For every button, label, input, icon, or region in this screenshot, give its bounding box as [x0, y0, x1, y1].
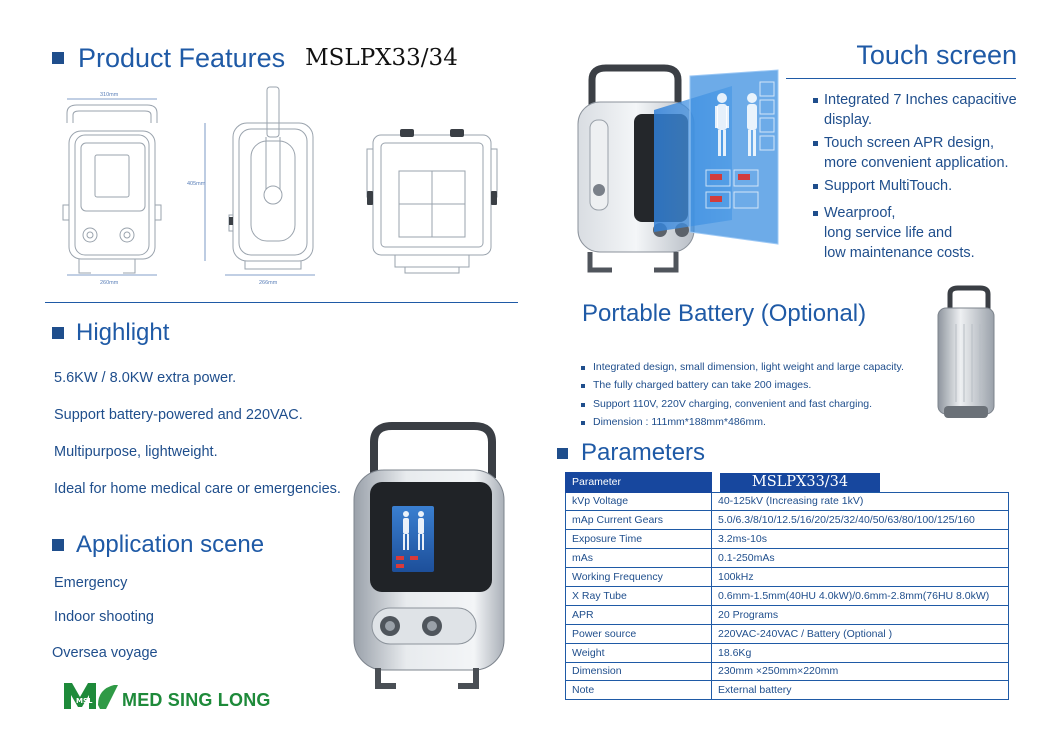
param-name-cell: Weight	[565, 642, 712, 663]
param-name-cell: Working Frequency	[565, 567, 712, 587]
header-model-cell: MSLPX33/34	[712, 472, 1009, 493]
param-value-cell: 40-125kV (Increasing rate 1kV)	[711, 491, 1009, 512]
bullet-square-icon	[581, 384, 585, 388]
features-model: MSLPX33/34	[305, 45, 458, 71]
param-name-cell: mAs	[565, 548, 712, 569]
brand-name: MED SING LONG	[122, 690, 271, 710]
med-sing-long-logo-icon: MSL	[64, 683, 118, 709]
param-name-cell: X Ray Tube	[565, 585, 712, 606]
param-value-cell: 20 Programs	[711, 604, 1009, 625]
highlight-item-4: Ideal for home medical care or emergenci…	[54, 481, 341, 497]
param-name-cell: Power source	[565, 623, 712, 644]
touch-item-4: Wearproof, long service life and low mai…	[813, 203, 975, 263]
param-value-cell: 220VAC-240VAC / Battery (Optional )	[711, 623, 1009, 644]
param-value-cell: 5.0/6.3/8/10/12.5/16/20/25/32/40/50/63/8…	[711, 510, 1009, 531]
bullet-square-icon	[581, 403, 585, 407]
application-header: Application scene	[52, 530, 264, 560]
battery-item-4: Dimension : 111mm*188mm*486mm.	[581, 416, 766, 428]
param-value-cell: External battery	[711, 680, 1009, 701]
battery-item-2: The fully charged battery can take 200 i…	[581, 379, 811, 391]
bullet-square-icon	[581, 366, 585, 370]
bullet-square-icon	[581, 421, 585, 425]
touch-divider	[786, 78, 1016, 79]
param-name-cell: Exposure Time	[565, 529, 712, 550]
application-item-2: Indoor shooting	[54, 609, 154, 625]
touch-item-3: Support MultiTouch.	[813, 176, 952, 196]
param-name-cell: mAp Current Gears	[565, 510, 712, 531]
logo-mark: MSL	[76, 697, 93, 705]
param-name-cell: Note	[565, 680, 712, 701]
battery-item-3: Support 110V, 220V charging, convenient …	[581, 398, 872, 410]
bullet-square-icon	[52, 52, 64, 64]
header-key-cell: Parameter	[565, 472, 712, 493]
battery-heading: Portable Battery (Optional)	[582, 300, 867, 327]
main-device-illustration	[353, 422, 505, 689]
bullet-square-icon	[52, 539, 64, 551]
param-name-cell: kVp Voltage	[565, 491, 712, 512]
bullet-square-icon	[813, 184, 818, 189]
param-name-cell: APR	[565, 604, 712, 625]
application-heading: Application scene	[76, 531, 265, 558]
param-value-cell: 0.1-250mAs	[711, 548, 1009, 569]
highlight-item-2: Support battery-powered and 220VAC.	[54, 407, 303, 423]
touch-heading: Touch screen	[856, 40, 1017, 70]
parameters-header: Parameters	[557, 438, 705, 468]
bullet-square-icon	[813, 211, 818, 216]
param-value-cell: 3.2ms-10s	[711, 529, 1009, 550]
battery-item-1: Integrated design, small dimension, ligh…	[581, 361, 904, 373]
application-item-1: Emergency	[54, 575, 128, 591]
param-value-cell: 0.6mm-1.5mm(40HU 4.0kW)/0.6mm-2.8mm(76HU…	[711, 585, 1009, 606]
dim-width-top: 310mm	[100, 92, 119, 98]
bullet-square-icon	[557, 447, 568, 459]
technical-drawings	[62, 86, 498, 276]
parameters-table-header: Parameter MSLPX33/34	[565, 472, 1009, 493]
application-item-3: Oversea voyage	[52, 645, 158, 661]
touch-item-2: Touch screen APR design, more convenient…	[813, 133, 1009, 173]
features-heading: Product Features	[78, 42, 286, 73]
param-value-cell: 18.6Kg	[711, 642, 1009, 663]
parameters-heading: Parameters	[581, 439, 706, 466]
highlight-header: Highlight	[52, 318, 169, 348]
bullet-square-icon	[813, 141, 818, 146]
touch-device-illustration	[577, 64, 779, 273]
bullet-square-icon	[52, 327, 64, 339]
highlight-item-1: 5.6KW / 8.0KW extra power.	[54, 370, 237, 386]
highlight-item-3: Multipurpose, lightweight.	[54, 444, 218, 460]
features-divider	[45, 302, 518, 303]
param-name-cell: Dimension	[565, 661, 712, 682]
bullet-square-icon	[813, 98, 818, 103]
battery-illustration	[937, 285, 995, 418]
dim-width-side: 266mm	[259, 280, 278, 286]
param-value-cell: 230mm ×250mm×220mm	[711, 661, 1009, 682]
features-header: Product Features MSLPX33/34	[52, 40, 458, 76]
touch-item-1: Integrated 7 Inches capacitive display.	[813, 90, 1017, 130]
dim-width-front: 260mm	[100, 280, 119, 286]
param-value-cell: 100kHz	[711, 567, 1009, 587]
header-model-label: MSLPX33/34	[720, 472, 880, 492]
dim-height: 405mm	[187, 181, 206, 187]
highlight-heading: Highlight	[76, 319, 170, 346]
